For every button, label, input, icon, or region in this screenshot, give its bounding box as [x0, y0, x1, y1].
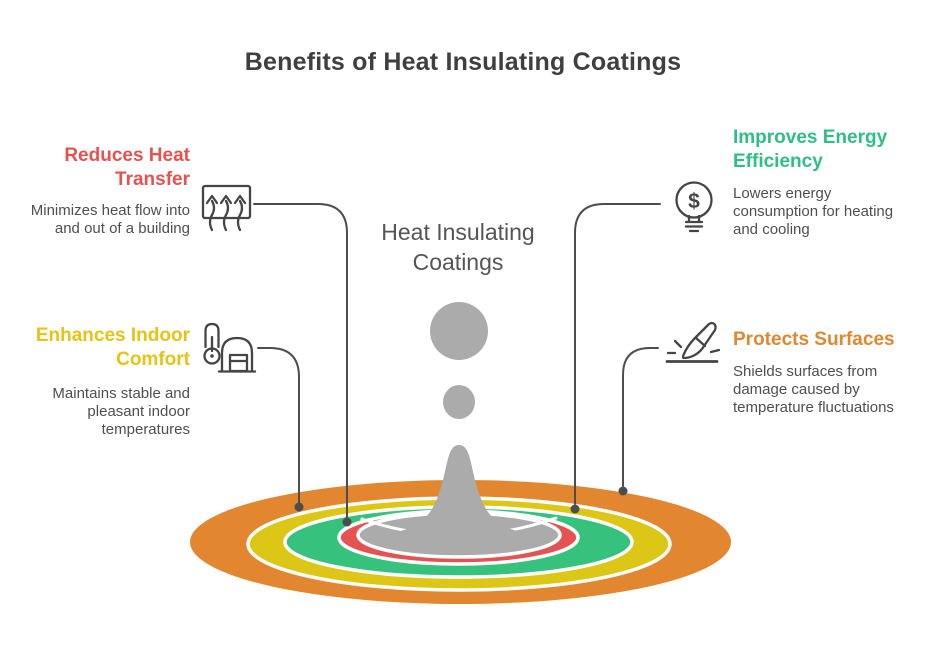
benefit-description: Minimizes heat flow into and out of a bu…: [30, 202, 190, 237]
water-splash: [396, 302, 522, 539]
connector-line-indoor-comfort: [257, 347, 300, 504]
connector-dot-orange-ring: [618, 486, 628, 496]
benefit-protects-surfaces: Protects Surfaces Shields surfaces from …: [733, 328, 925, 417]
benefit-enhances-indoor-comfort: Enhances Indoor Comfort Maintains stable…: [10, 324, 190, 439]
heat-transfer-icon: [201, 184, 252, 232]
benefit-reduces-heat-transfer: Reduces Heat Transfer Minimizes heat flo…: [10, 144, 190, 238]
benefit-improves-energy-efficiency: Improves Energy Efficiency Lowers energy…: [733, 126, 918, 239]
benefit-heading: Reduces Heat Transfer: [64, 145, 190, 190]
connector-dot-yellow-ring: [294, 502, 304, 512]
benefit-heading: Improves Energy Efficiency: [733, 127, 888, 172]
benefit-heading: Enhances Indoor Comfort: [35, 325, 190, 370]
energy-bulb-icon: $: [675, 181, 713, 233]
thermometer-comfort-icon: [203, 322, 257, 373]
connector-dot-green-ring: [570, 504, 580, 514]
splash-droplet-column: [396, 445, 522, 539]
benefit-icons: $: [201, 181, 721, 373]
diagram-title: Benefits of Heat Insulating Coatings: [244, 48, 682, 76]
connector-line-reduces-heat: [253, 203, 348, 519]
ripple-rings: [190, 480, 731, 604]
droplet-circle-small: [443, 385, 475, 419]
benefit-description: Lowers energy consumption for heating an…: [733, 185, 894, 238]
benefit-heading: Protects Surfaces: [733, 329, 895, 350]
dollar-sign-glyph: $: [688, 190, 700, 213]
droplet-circle-large: [430, 302, 488, 360]
connector-line-energy-efficiency: [574, 203, 661, 505]
connector-lines: [253, 203, 661, 527]
surface-protection-icon: [665, 321, 721, 363]
benefit-description: Shields surfaces from damage caused by t…: [733, 363, 894, 416]
benefit-description: Maintains stable and pleasant indoor tem…: [52, 385, 190, 438]
connector-dot-red-ring: [342, 517, 352, 527]
center-label: Heat Insulating Coatings: [381, 219, 535, 275]
connector-line-protects-surfaces: [622, 347, 659, 487]
